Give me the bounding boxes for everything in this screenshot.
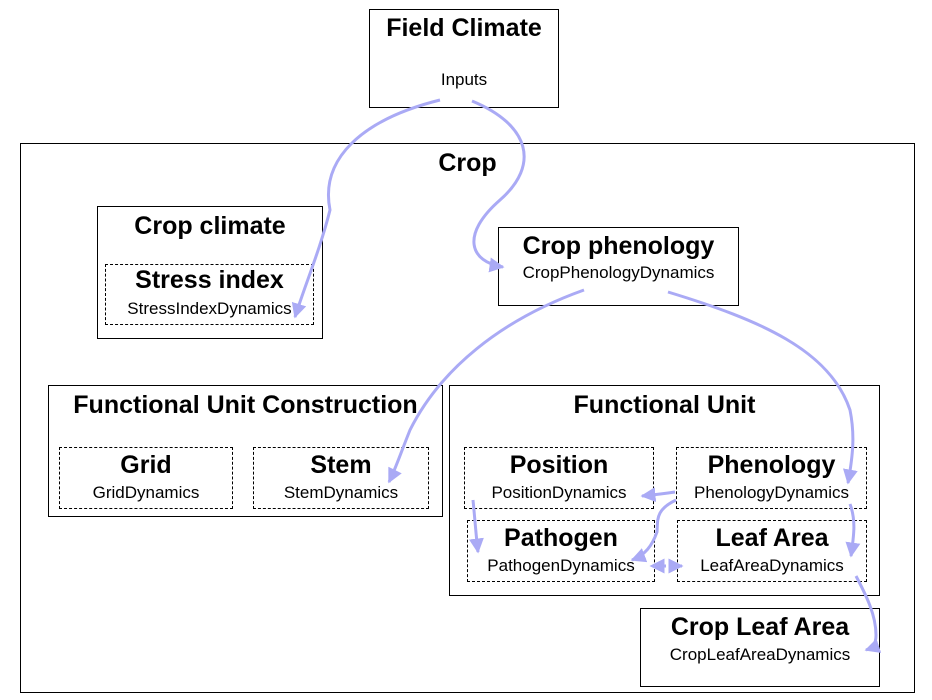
stress-index-node: Stress index StressIndexDynamics (105, 264, 314, 325)
leaf-area-title: Leaf Area (715, 524, 829, 552)
crop-leaf-area-node: Crop Leaf Area CropLeafAreaDynamics (640, 608, 880, 687)
crop-phenology-subtitle: CropPhenologyDynamics (522, 263, 715, 282)
crop-phenology-node: Crop phenology CropPhenologyDynamics (498, 227, 739, 306)
field-climate-node: Field Climate Inputs (369, 9, 559, 108)
crop-title: Crop (438, 149, 497, 177)
functional-unit-node: Functional Unit Position PositionDynamic… (449, 385, 880, 596)
leaf-area-node: Leaf Area LeafAreaDynamics (677, 520, 867, 582)
stem-node: Stem StemDynamics (253, 447, 429, 509)
leaf-area-subtitle: LeafAreaDynamics (700, 556, 844, 575)
phenology-subtitle: PhenologyDynamics (694, 483, 849, 502)
crop-leaf-area-subtitle: CropLeafAreaDynamics (669, 645, 851, 664)
pathogen-title: Pathogen (504, 524, 618, 552)
grid-subtitle: GridDynamics (92, 483, 200, 502)
functional-unit-title: Functional Unit (573, 391, 756, 419)
position-subtitle: PositionDynamics (491, 483, 627, 502)
stress-index-title: Stress index (135, 266, 284, 294)
phenology-title: Phenology (707, 451, 836, 479)
field-climate-subtitle: Inputs (440, 70, 488, 89)
pathogen-node: Pathogen PathogenDynamics (467, 520, 655, 582)
grid-title: Grid (120, 451, 172, 479)
position-title: Position (509, 451, 609, 479)
functional-unit-construction-node: Functional Unit Construction Grid GridDy… (48, 385, 443, 517)
crop-climate-title: Crop climate (134, 212, 286, 240)
crop-leaf-area-title: Crop Leaf Area (670, 613, 850, 641)
functional-unit-construction-title: Functional Unit Construction (73, 391, 418, 419)
crop-climate-node: Crop climate Stress index StressIndexDyn… (97, 206, 323, 339)
stem-subtitle: StemDynamics (283, 483, 399, 502)
stem-title: Stem (310, 451, 372, 479)
pathogen-subtitle: PathogenDynamics (487, 556, 635, 575)
position-node: Position PositionDynamics (464, 447, 654, 509)
phenology-node: Phenology PhenologyDynamics (676, 447, 867, 509)
crop-phenology-title: Crop phenology (522, 232, 715, 260)
stress-index-subtitle: StressIndexDynamics (127, 299, 292, 318)
grid-node: Grid GridDynamics (59, 447, 233, 509)
field-climate-title: Field Climate (386, 14, 542, 42)
